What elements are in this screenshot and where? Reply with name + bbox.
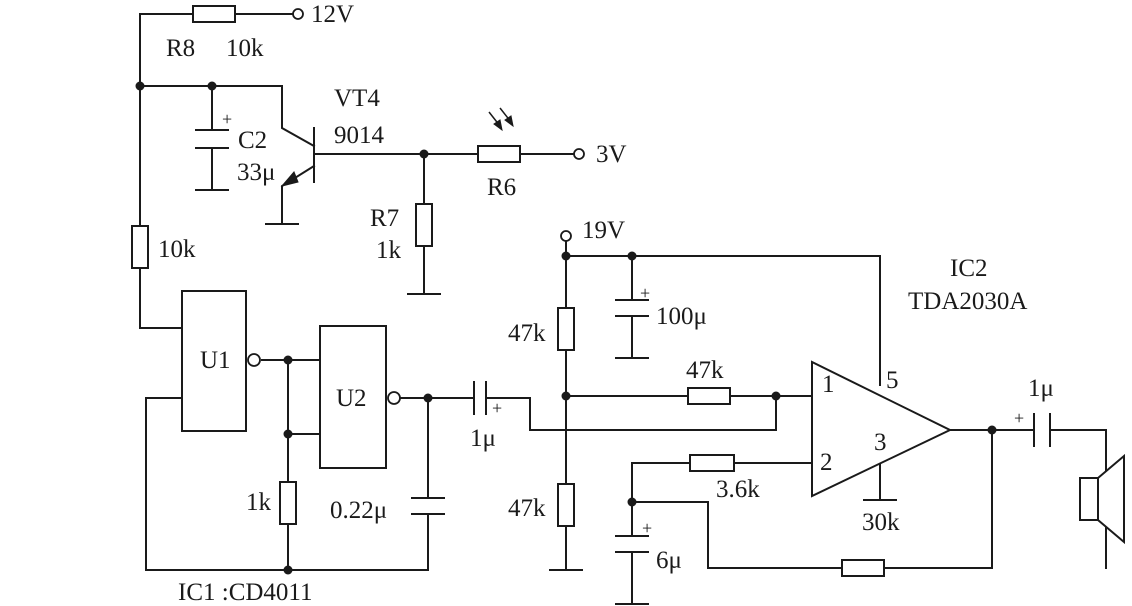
inverter-bubble-u1 — [247, 353, 261, 367]
gate-u1 — [181, 290, 247, 432]
label-30k: 30k — [862, 509, 900, 536]
label-47k-bottom: 47k — [508, 495, 546, 522]
resistor-r8 — [192, 5, 236, 23]
label-r7-value: 1k — [376, 237, 402, 264]
amplifier-ic2 — [811, 360, 953, 498]
speaker-icon — [1079, 453, 1125, 545]
label-47k-feedback: 47k — [686, 357, 724, 384]
label-pin1: 1 — [822, 371, 835, 398]
resistor-3-6k — [689, 454, 735, 472]
label-10k-left: 10k — [158, 236, 196, 263]
plus-100u: + — [640, 283, 650, 303]
resistor-10k — [131, 225, 149, 269]
label-input-cap: 1μ — [470, 425, 496, 452]
resistor-1k — [279, 481, 297, 525]
label-3v: 3V — [596, 141, 627, 168]
label-pin2: 2 — [820, 449, 833, 476]
terminal-19v — [560, 230, 572, 242]
capacitor-output-1u — [1033, 413, 1051, 447]
label-output-cap: 1μ — [1028, 375, 1054, 402]
light-arrows-icon — [488, 107, 514, 132]
emitter-arrow-icon — [280, 171, 299, 187]
resistor-r7 — [415, 203, 433, 247]
label-19v: 19V — [582, 217, 625, 244]
gate-u2 — [319, 325, 387, 469]
label-vt4: VT4 — [334, 85, 380, 112]
label-r8-value: 10k — [226, 35, 264, 62]
inverter-bubble-u2 — [387, 391, 401, 405]
label-ic2: IC2 — [950, 255, 988, 282]
junction-dots — [135, 81, 997, 575]
label-6u: 6μ — [656, 547, 682, 574]
plus-input-cap: + — [492, 398, 502, 418]
label-pin5: 5 — [886, 367, 899, 394]
label-1k: 1k — [246, 489, 272, 516]
plus-c2: + — [222, 109, 232, 129]
resistor-r6 — [477, 145, 521, 163]
label-c2-value: 33μ — [237, 159, 275, 186]
label-u2: U2 — [336, 385, 367, 412]
resistor-feedback-bottom — [841, 559, 885, 577]
terminal-3v — [573, 148, 585, 160]
label-100u: 100μ — [656, 303, 707, 330]
plus-output-cap: + — [1014, 408, 1024, 428]
capacitor-100u — [615, 299, 649, 317]
label-ic1: IC1 :CD4011 — [178, 579, 313, 606]
resistor-47k-top — [557, 307, 575, 351]
label-12v: 12V — [311, 1, 354, 28]
wires — [139, 13, 1107, 605]
capacitor-6u — [615, 535, 649, 553]
label-c2: C2 — [238, 127, 267, 154]
label-r7: R7 — [370, 205, 399, 232]
resistor-47k-bottom — [557, 483, 575, 527]
capacitor-c2 — [195, 129, 229, 149]
label-022u: 0.22μ — [330, 497, 387, 524]
plus-6u: + — [642, 518, 652, 538]
label-r6: R6 — [487, 174, 516, 201]
capacitor-input-1u — [473, 381, 487, 415]
label-47k-top: 47k — [508, 320, 546, 347]
label-3-6k: 3.6k — [716, 476, 760, 503]
label-u1: U1 — [200, 347, 231, 374]
terminal-12v — [292, 8, 304, 20]
label-pin3: 3 — [874, 429, 887, 456]
resistor-47k-feedback — [687, 387, 731, 405]
label-r8: R8 — [166, 35, 195, 62]
label-vt4-type: 9014 — [334, 122, 385, 149]
capacitor-022u — [411, 497, 445, 515]
label-ic2-type: TDA2030A — [908, 288, 1027, 315]
